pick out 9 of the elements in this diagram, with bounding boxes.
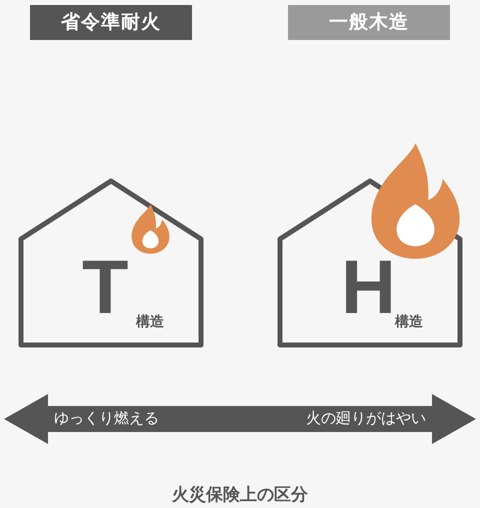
structure-text: 構造 bbox=[136, 313, 164, 331]
arrow-text: ゆっくり燃える bbox=[54, 408, 159, 428]
category-label: 省令準耐火 bbox=[30, 5, 192, 40]
structure-letter: H bbox=[341, 250, 396, 326]
category-label: 一般木造 bbox=[288, 5, 450, 40]
caption: 火災保険上の区分 bbox=[170, 484, 309, 506]
structure-letter: T bbox=[82, 250, 128, 326]
arrow-text: 火の廻りがはやい bbox=[306, 408, 426, 428]
structure-text: 構造 bbox=[395, 313, 423, 331]
